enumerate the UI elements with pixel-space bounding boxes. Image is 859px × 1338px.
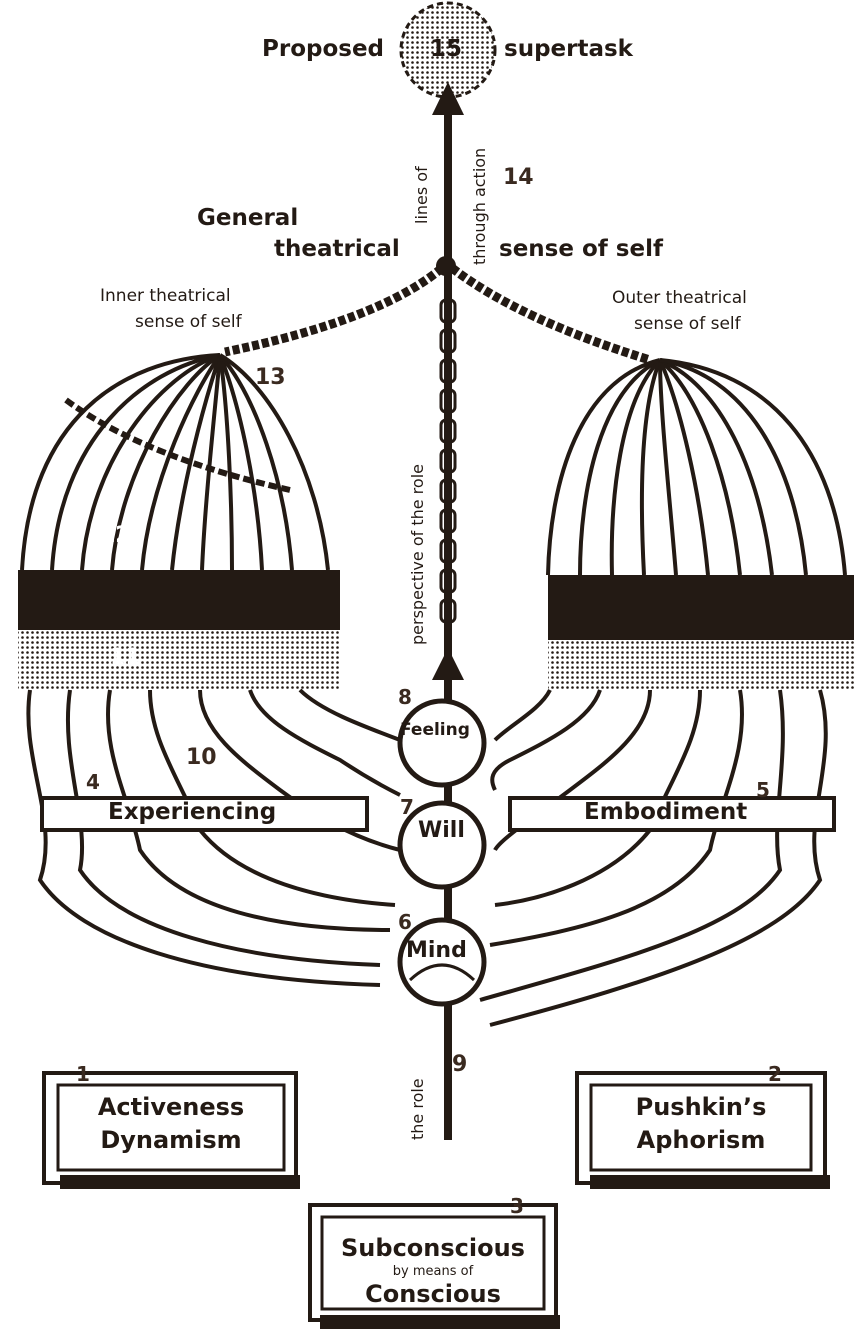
number-14: 14 [503,165,534,190]
feeling-circle [400,701,484,785]
experiencing-label: Experiencing [108,799,276,825]
box-1-line2: Dynamism [58,1126,284,1154]
mind-label: Mind [406,938,467,963]
lines-of-label: lines of [412,166,431,224]
inner-label-1: Inner theatrical [100,287,231,307]
inner-fringe-dots [18,630,340,690]
inner-fringe-dense [18,570,340,630]
box-2-line2: Aphorism [591,1126,811,1154]
number-10: 10 [186,745,217,770]
box-1-number: 1 [76,1062,90,1086]
number-8: 8 [398,685,412,709]
outer-canopy [548,360,845,575]
proposed-label: Proposed [262,36,384,62]
supertask-label: supertask [504,36,633,62]
will-label: Will [418,818,465,843]
box-3-small: by means of [322,1264,544,1279]
the-role-label: the role [408,1078,427,1140]
inner-label-2: sense of self [135,313,242,333]
number-11: 11 [110,645,141,670]
box-3-line2: Conscious [322,1280,544,1308]
feeling-label: Feeling [400,721,470,741]
number-9: 9 [452,1052,467,1077]
outer-fringe-dense [548,575,854,640]
number-4: 4 [86,770,100,794]
box-3-number: 3 [510,1194,524,1218]
box-3-line1: Subconscious [322,1234,544,1262]
outer-label-2: sense of self [634,315,741,335]
box-1-line1: Activeness [58,1093,284,1121]
number-6: 6 [398,910,412,934]
number-5: 5 [756,778,770,802]
outer-fringe-dots [548,640,854,690]
number-13: 13 [255,365,286,390]
box-2-line1: Pushkin’s [591,1093,811,1121]
general-label: General [197,205,298,231]
number-12: 12 [100,523,131,548]
box-2-number: 2 [768,1062,782,1086]
perspective-label: perspective of the role [408,464,427,645]
theatrical-label: theatrical [274,236,400,262]
knot [436,256,456,276]
braided-ropes [225,268,650,360]
embodiment-label: Embodiment [584,799,747,825]
number-7: 7 [400,795,414,819]
through-action-label: through action [470,148,489,265]
supertask-number: 15 [430,36,462,62]
outer-label-1: Outer theatrical [612,289,747,309]
sense-of-self-label: sense of self [499,236,663,262]
